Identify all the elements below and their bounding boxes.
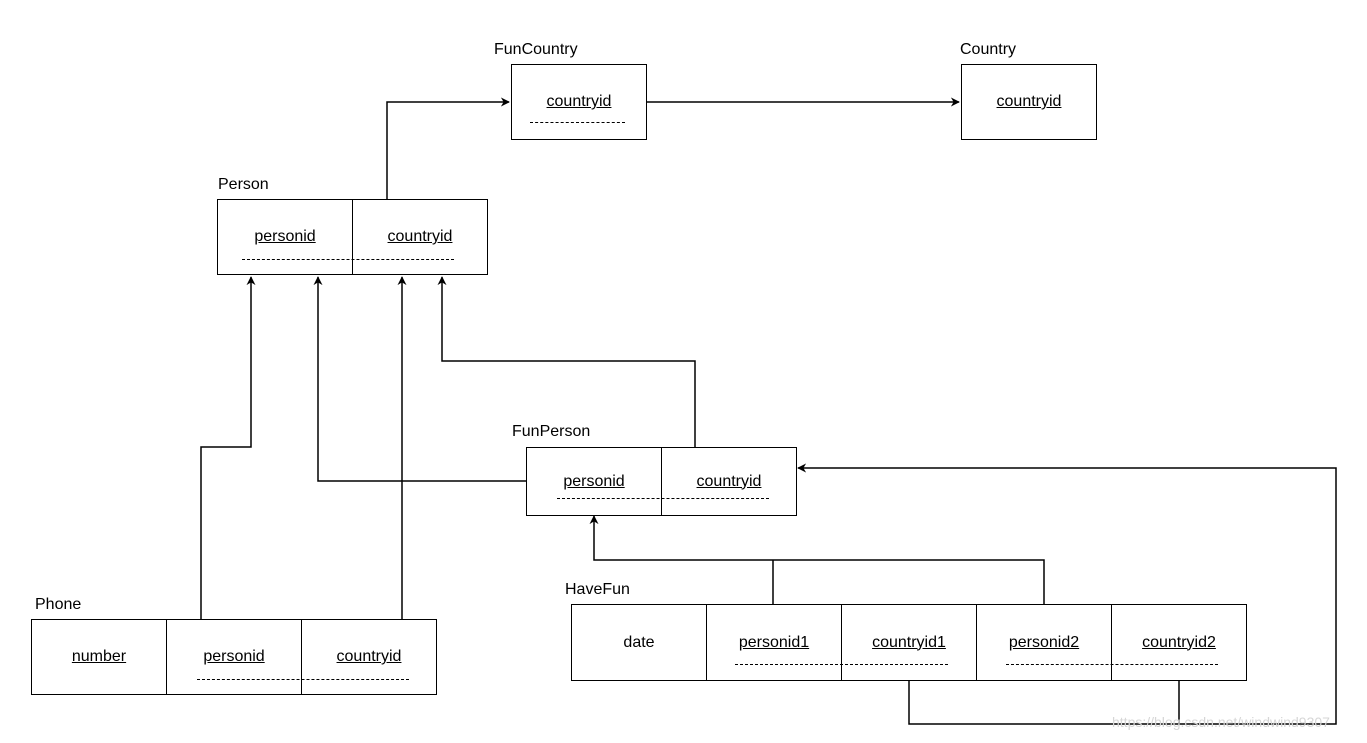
havefun-fk2-underline	[1006, 664, 1218, 665]
table-title-funcountry: FunCountry	[494, 41, 578, 58]
country-cell-countryid: countryid	[961, 64, 1097, 140]
table-title-country: Country	[960, 41, 1017, 58]
arrow-funperson-personid-to-person	[313, 276, 527, 482]
funperson-personid: personid	[563, 472, 625, 490]
phone-personid: personid	[203, 648, 265, 665]
phone-fk-underline	[197, 679, 409, 680]
funcountry-cell-countryid: countryid	[511, 64, 647, 140]
funperson-cell-countryid: countryid	[661, 447, 797, 516]
phone-cell-countryid: countryid	[301, 619, 437, 695]
funcountry-countryid: countryid	[546, 93, 612, 110]
havefun-countryid2: countryid2	[1142, 633, 1216, 651]
havefun-cell-personid1: personid1	[706, 604, 842, 681]
phone-cell-number: number	[31, 619, 167, 695]
arrow-havefun-personids-to-funperson	[594, 516, 1045, 605]
havefun-cell-countryid2: countryid2	[1111, 604, 1247, 681]
arrow-havefun-countryids-to-funperson	[798, 468, 1337, 725]
havefun-fk1-underline	[735, 664, 948, 665]
arrow-funperson-countryid-to-person	[437, 276, 696, 447]
person-countryid: countryid	[387, 228, 453, 245]
person-cell-countryid: countryid	[352, 199, 488, 275]
havefun-countryid1: countryid1	[872, 633, 946, 651]
havefun-cell-date: date	[571, 604, 707, 681]
table-title-havefun: HaveFun	[565, 581, 630, 598]
phone-number: number	[71, 648, 127, 665]
person-fk-underline	[242, 259, 454, 260]
person-cell-personid: personid	[217, 199, 353, 275]
table-title-person: Person	[218, 176, 269, 193]
phone-countryid: countryid	[336, 648, 402, 665]
funperson-cell-personid: personid	[526, 447, 662, 516]
havefun-personid2: personid2	[1008, 633, 1080, 651]
funperson-countryid: countryid	[696, 472, 762, 490]
arrow-person-countryid-to-funcountry	[386, 97, 510, 199]
table-title-funperson: FunPerson	[512, 423, 591, 440]
phone-cell-personid: personid	[166, 619, 302, 695]
havefun-cell-countryid1: countryid1	[841, 604, 977, 681]
watermark: https://blog.csdn.net/windwind9307	[1112, 714, 1330, 730]
funperson-fk-underline	[557, 498, 769, 499]
arrow-phone-personid-to-person	[200, 276, 256, 620]
havefun-personid1: personid1	[738, 633, 810, 651]
havefun-cell-personid2: personid2	[976, 604, 1112, 681]
table-title-phone: Phone	[35, 596, 82, 613]
funcountry-fk-underline	[530, 122, 625, 123]
person-personid: personid	[254, 228, 316, 245]
havefun-date: date	[623, 633, 655, 651]
country-countryid: countryid	[996, 93, 1062, 110]
